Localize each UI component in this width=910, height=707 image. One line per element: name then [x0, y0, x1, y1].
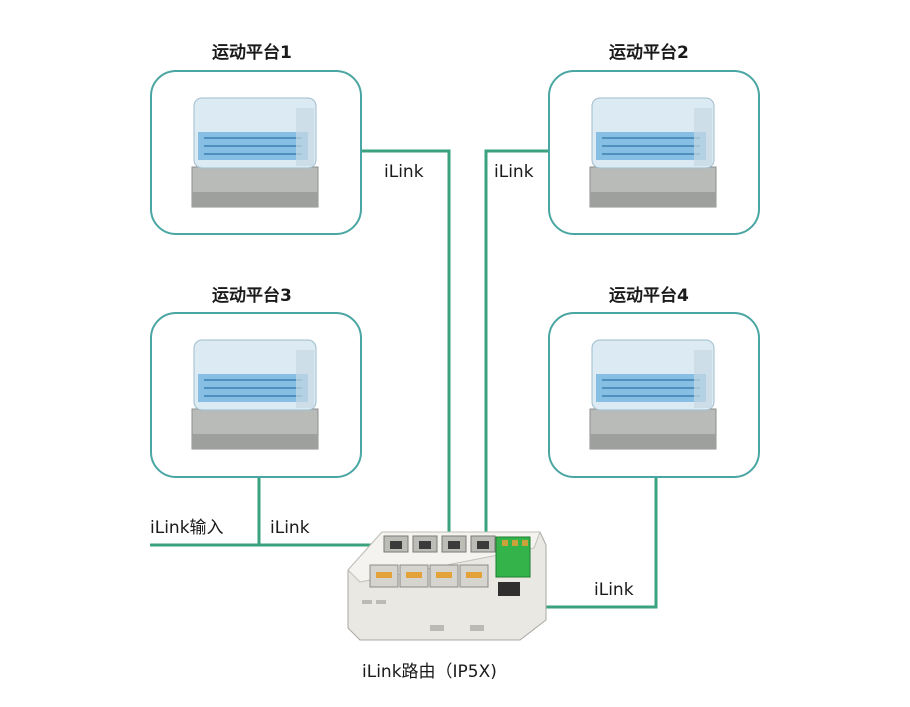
- platform-2-box: [548, 70, 760, 235]
- platform-4-device-image: [589, 339, 717, 450]
- link-label-input: iLink输入: [150, 518, 224, 538]
- wire-platform-4: [540, 478, 658, 609]
- wire-platform-2: [484, 149, 548, 545]
- platform-2-title: 运动平台2: [609, 43, 689, 63]
- platform-3-device-image: [191, 339, 319, 450]
- link-label-platform-2: iLink: [494, 162, 534, 182]
- platform-4-box: [548, 312, 760, 478]
- platform-2-device-image: [589, 97, 717, 208]
- platform-4-title: 运动平台4: [609, 286, 689, 306]
- wire-platform-1: [361, 149, 451, 545]
- link-label-platform-1: iLink: [384, 162, 424, 182]
- router-caption: iLink路由（IP5X): [362, 662, 497, 682]
- link-label-platform-4: iLink: [594, 580, 634, 600]
- platform-1-device-image: [191, 97, 319, 208]
- link-label-platform-3: iLink: [270, 518, 310, 538]
- platform-1-title: 运动平台1: [212, 43, 292, 63]
- platform-1-box: [150, 70, 362, 235]
- platform-3-title: 运动平台3: [212, 286, 292, 306]
- platform-3-box: [150, 312, 362, 478]
